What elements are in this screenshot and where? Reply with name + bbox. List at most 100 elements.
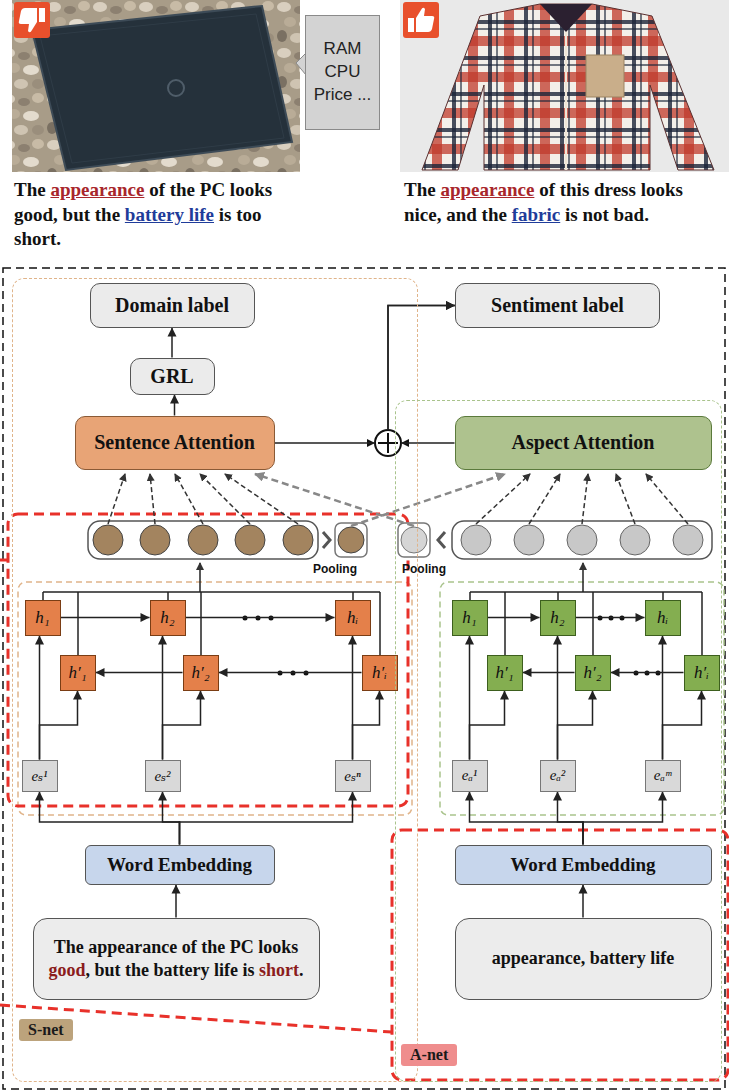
- embedding-cell: eₛ²: [145, 760, 181, 792]
- hidden-state-row: [188, 525, 218, 555]
- input-text-box: The appearance of the PC looks good, but…: [33, 918, 320, 1000]
- arrowhead: [658, 636, 667, 645]
- embedding-cell: eₐᵐ: [645, 760, 681, 792]
- node-text: h₁: [35, 608, 49, 628]
- node-text: hᵢ: [657, 608, 668, 628]
- lstm-output-wires: [199, 563, 201, 592]
- connector-line: [470, 792, 584, 845]
- node-text: h′ᵢ: [372, 663, 387, 683]
- lstm-cell: h₁: [452, 600, 488, 636]
- attention-arrows: [150, 474, 155, 524]
- thumbs-down-icon: [14, 2, 50, 38]
- arrowhead: [611, 668, 620, 677]
- pooling-label: Pooling: [300, 562, 370, 576]
- hidden-state-row: [338, 527, 364, 553]
- shirt-photo: [400, 0, 729, 172]
- lstm-frame: [440, 582, 724, 815]
- arrowhead: [219, 668, 228, 677]
- arrowhead: [553, 792, 562, 801]
- lstm-output-wires: [470, 591, 702, 593]
- connector: [35, 792, 180, 845]
- highlighted-word: appearance: [440, 179, 534, 200]
- attention-arrows: [476, 474, 530, 524]
- connector-line: [40, 792, 180, 845]
- lstm-output-wires: [200, 592, 202, 655]
- arrowhead: [697, 691, 706, 700]
- arrowhead: [636, 613, 645, 622]
- arrowhead: [35, 792, 44, 801]
- connector-line: [583, 792, 663, 845]
- arrowhead: [500, 691, 509, 700]
- lstm-output-wires: [701, 592, 703, 655]
- attention-box: Aspect Attention: [455, 416, 712, 470]
- arrowhead: [73, 691, 82, 700]
- lstm-cell: h₂: [540, 600, 576, 636]
- connector-line: [180, 792, 353, 845]
- arrowhead: [96, 668, 105, 677]
- node-text: h′₁: [68, 663, 86, 683]
- hidden-state-row: [401, 527, 427, 553]
- node-text: RAM CPU Price ...: [310, 38, 375, 107]
- connector: [388, 301, 455, 443]
- hidden-state-row: [398, 521, 712, 559]
- node-text: GRL: [150, 365, 193, 388]
- highlighted-word: battery life: [125, 204, 214, 225]
- highlight-frame: [8, 514, 408, 806]
- lstm-output-wires: [77, 592, 79, 655]
- arrowhead: [170, 395, 179, 404]
- connector-line: [61, 617, 150, 619]
- arrowhead: [375, 691, 384, 700]
- lstm-cell: h′₁: [487, 655, 523, 691]
- arrowhead: [579, 885, 588, 894]
- thumbs-up-icon: [403, 2, 439, 38]
- connector: [553, 792, 583, 845]
- lstm-output-wires: [504, 592, 506, 655]
- connector: [583, 792, 667, 845]
- node-text: appearance, battery life: [492, 947, 674, 970]
- pooling-label: Pooling: [393, 562, 455, 576]
- arrowhead: [446, 301, 455, 310]
- laptop-photo: [168, 80, 184, 96]
- hidden-state-row: [283, 525, 313, 555]
- hidden-state-row: [567, 525, 597, 555]
- node-text: eₐᵐ: [654, 767, 671, 784]
- concat-symbol: [387, 433, 389, 453]
- node-text: Sentiment label: [491, 294, 624, 317]
- connector: [663, 691, 707, 760]
- connector: [158, 792, 180, 845]
- node-text: h′ᵢ: [694, 663, 709, 683]
- hidden-state-row: [398, 523, 430, 557]
- connector-line: [558, 691, 593, 760]
- lstm-output-wires: [43, 563, 702, 655]
- pooled-vector-arrows: [255, 474, 505, 526]
- arrowhead: [172, 885, 181, 894]
- embedding-layer: Word Embedding: [85, 845, 275, 885]
- connector-line: [663, 691, 702, 760]
- highlighted-word: appearance: [50, 179, 144, 200]
- hidden-state-row: [140, 525, 170, 555]
- arrowhead: [168, 328, 177, 337]
- highlighted-word: short: [259, 960, 299, 980]
- lstm-output-wires: [582, 563, 584, 592]
- thumbs-down-icon: [19, 8, 45, 32]
- node-text: Aspect Attention: [512, 431, 655, 454]
- thumbs-up-icon: [403, 2, 439, 38]
- spec-callout: RAM CPU Price ...: [305, 15, 380, 130]
- connector: [353, 691, 385, 760]
- shirt-photo: [400, 0, 729, 172]
- connector: [186, 613, 335, 622]
- lstm-output-wires: [592, 592, 594, 655]
- attention-arrows: [582, 474, 588, 524]
- connector-line: [96, 672, 183, 674]
- arrowhead: [531, 613, 540, 622]
- connector: [523, 668, 575, 677]
- node-text: eₛ¹: [31, 767, 47, 785]
- shirt-photo: [540, 4, 592, 32]
- attention-arrows: [108, 474, 125, 524]
- embedding-cell: eₐ¹: [452, 760, 488, 792]
- caption-text: The appearance of the PC looks good, but…: [14, 178, 300, 252]
- hidden-state-row: [93, 525, 123, 555]
- connector: [40, 691, 83, 760]
- laptop-photo: [40, 14, 284, 163]
- node-text: eₛⁿ: [344, 767, 360, 785]
